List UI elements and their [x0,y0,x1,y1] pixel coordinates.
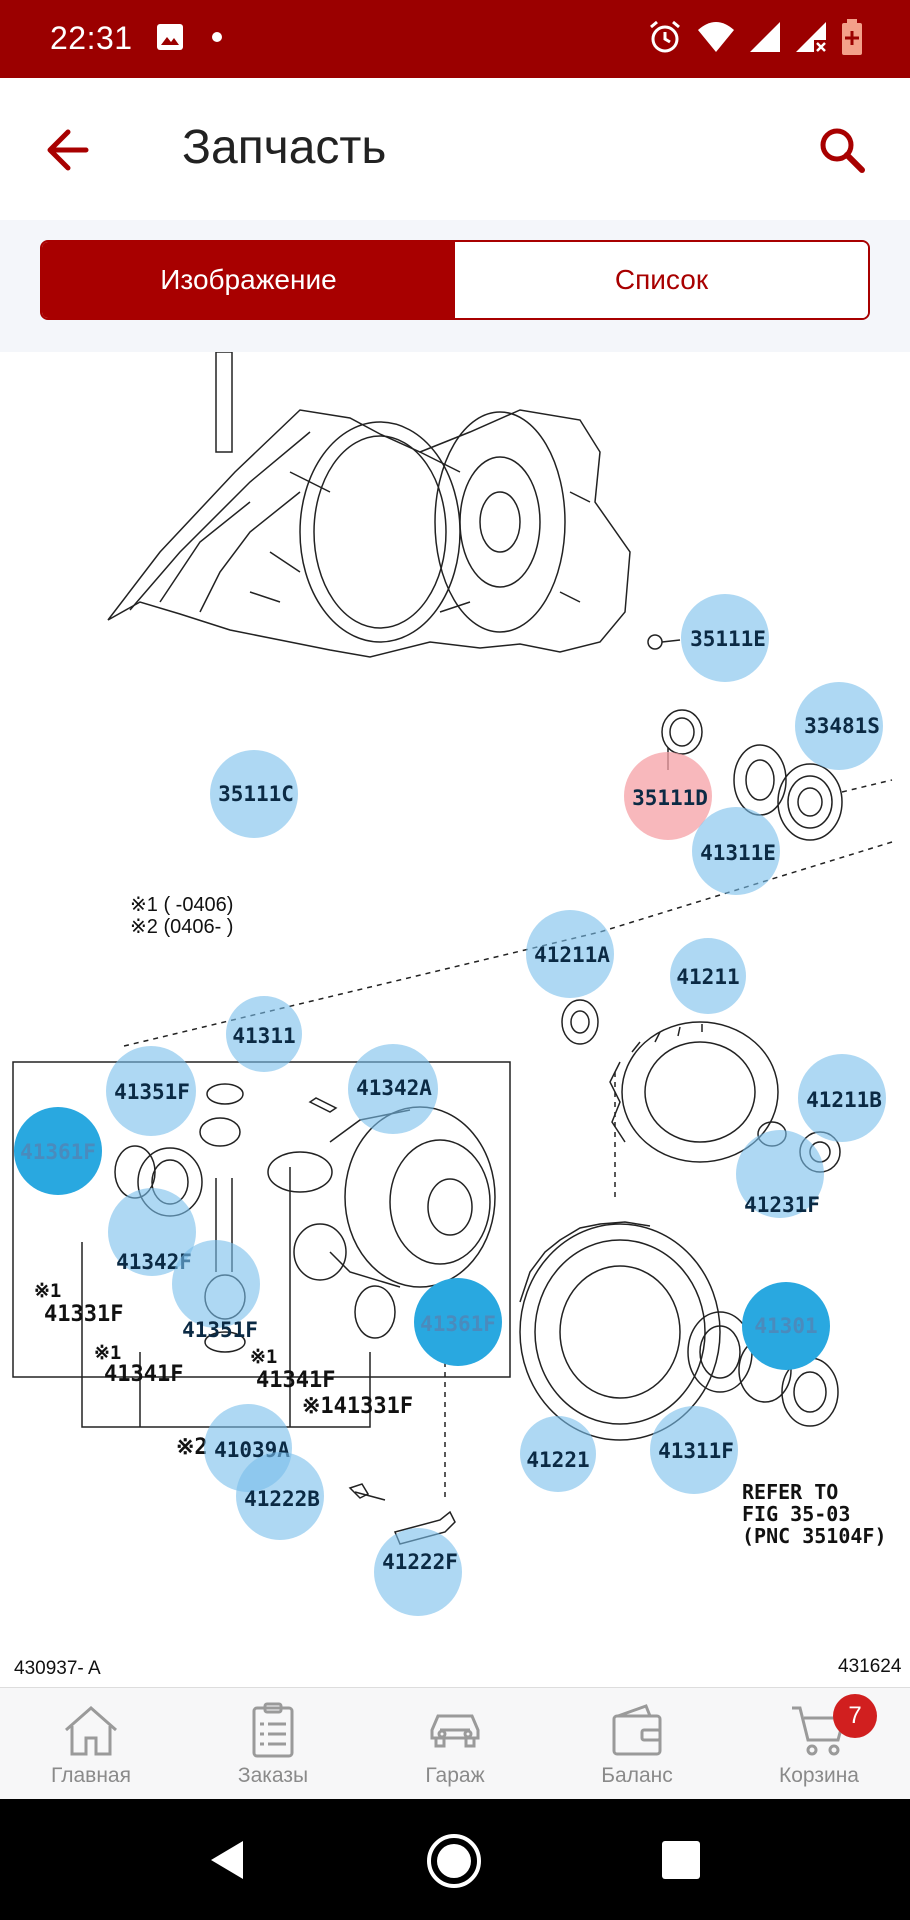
part-hotspot-label[interactable]: 41221 [526,1448,590,1472]
part-hotspot-label[interactable]: 41351F [114,1080,190,1104]
part-hotspot[interactable] [736,1130,824,1218]
part-hotspot[interactable] [795,682,883,770]
part-hotspot[interactable] [210,750,298,838]
part-hotspot[interactable] [348,1044,438,1134]
part-hotspot-label[interactable]: 41211 [676,965,740,989]
system-navigation-bar [0,1799,910,1920]
app-bar: Запчасть [0,78,910,220]
diagram-code-left: 430937- A [14,1658,101,1679]
part-hotspot-label[interactable]: 41351F [182,1318,258,1342]
signal-x-icon [796,22,826,52]
alarm-icon [650,20,680,53]
legend-line-1: ※1 ( -0406) [130,894,234,916]
part-hotspot[interactable] [106,1046,196,1136]
page-title: Запчасть [182,121,387,174]
view-switch-area: Изображение Список [0,220,910,352]
cart-count-badge: 7 [833,1694,877,1738]
diagram-code-right: 431624 [838,1656,902,1677]
wallet-icon [612,1704,662,1756]
tab-list[interactable]: Список [455,242,868,318]
part-hotspot-label[interactable]: 41301 [754,1314,818,1338]
part-hotspot[interactable] [526,910,614,998]
part-label: 41341F [256,1368,336,1393]
part-hotspot[interactable] [236,1452,324,1540]
note-mark: ※1 [34,1280,62,1302]
refer-note-line-1: REFER TO [742,1480,839,1504]
nav-balance-label: Баланс [601,1764,673,1787]
bottom-navigation: Главная Заказы Гараж Баланс Корзина 7 [0,1687,910,1799]
nav-cart[interactable]: Корзина 7 [728,1688,910,1799]
note-mark: ※1 [250,1346,278,1368]
part-label: 41341F [104,1362,184,1387]
nav-home[interactable]: Главная [0,1688,182,1799]
part-hotspot[interactable] [520,1416,596,1492]
part-hotspot-label[interactable]: 41211A [534,943,610,967]
nav-garage[interactable]: Гараж [364,1688,546,1799]
part-hotspot[interactable] [681,594,769,682]
part-label: ※141331F [302,1394,414,1419]
part-hotspot[interactable] [374,1528,462,1616]
nav-home-label: Главная [51,1764,131,1787]
part-hotspot[interactable] [650,1406,738,1494]
part-hotspot-label[interactable]: 35111E [690,627,766,651]
part-hotspot[interactable] [798,1054,886,1142]
part-hotspot[interactable] [624,752,712,840]
part-hotspot[interactable] [226,996,302,1072]
search-icon[interactable] [812,120,872,180]
home-icon [65,1706,117,1756]
part-hotspot-label[interactable]: 41361F [420,1312,496,1336]
part-hotspot[interactable] [172,1240,260,1328]
legend-line-2: ※2 (0406- ) [130,916,234,938]
note-mark: ※1 [94,1342,122,1364]
status-time: 22:31 [50,20,133,56]
parts-diagram[interactable]: ※1 ( -0406) ※2 (0406- ) ※1 41331F ※1 413… [0,352,910,1687]
part-hotspot-label[interactable]: 41211B [806,1088,882,1112]
orders-icon [252,1702,294,1758]
arrow-back-icon[interactable] [40,120,100,180]
part-hotspot-selected[interactable] [14,1107,102,1195]
refer-note-line-2: FIG 35-03 [742,1502,851,1526]
car-icon [430,1714,480,1748]
nav-cart-label: Корзина [779,1764,859,1787]
part-hotspot[interactable] [670,938,746,1014]
home-circle-icon[interactable] [424,1831,484,1891]
nav-orders-label: Заказы [237,1764,309,1787]
refer-note-line-3: (PNC 35104F) [742,1524,887,1548]
part-hotspot-selected[interactable] [414,1278,502,1366]
part-hotspot-label[interactable]: 41231F [744,1193,820,1217]
back-triangle-icon[interactable] [205,1837,249,1883]
part-hotspot-label[interactable]: 35111D [632,786,708,810]
part-hotspot-label[interactable]: 41311F [658,1439,734,1463]
wifi-icon [698,22,734,52]
part-hotspot-label[interactable]: 41342A [356,1076,432,1100]
part-hotspot-label[interactable]: 41361F [20,1140,96,1164]
status-bar: 22:31 [0,0,910,78]
nav-orders[interactable]: Заказы [182,1688,364,1799]
recents-square-icon[interactable] [660,1839,702,1881]
part-hotspot-label[interactable]: 35111C [218,782,294,806]
image-icon [157,24,183,50]
nav-garage-label: Гараж [425,1764,485,1787]
part-hotspot-label[interactable]: 41222F [382,1550,458,1574]
dot-icon [212,32,222,42]
battery-icon [842,19,862,55]
view-switch: Изображение Список [40,240,870,320]
tab-image[interactable]: Изображение [42,242,455,318]
nav-balance[interactable]: Баланс [546,1688,728,1799]
part-hotspot-label[interactable]: 41222B [244,1487,320,1511]
part-label: 41331F [44,1302,124,1327]
part-hotspot[interactable] [692,807,780,895]
signal-icon [750,22,780,52]
part-hotspot-label[interactable]: 33481S [804,714,880,738]
part-hotspot-label[interactable]: 41311E [700,841,776,865]
part-hotspot-selected[interactable] [742,1282,830,1370]
part-hotspot-label[interactable]: 41311 [232,1024,296,1048]
note-mark: ※2 [176,1435,208,1460]
